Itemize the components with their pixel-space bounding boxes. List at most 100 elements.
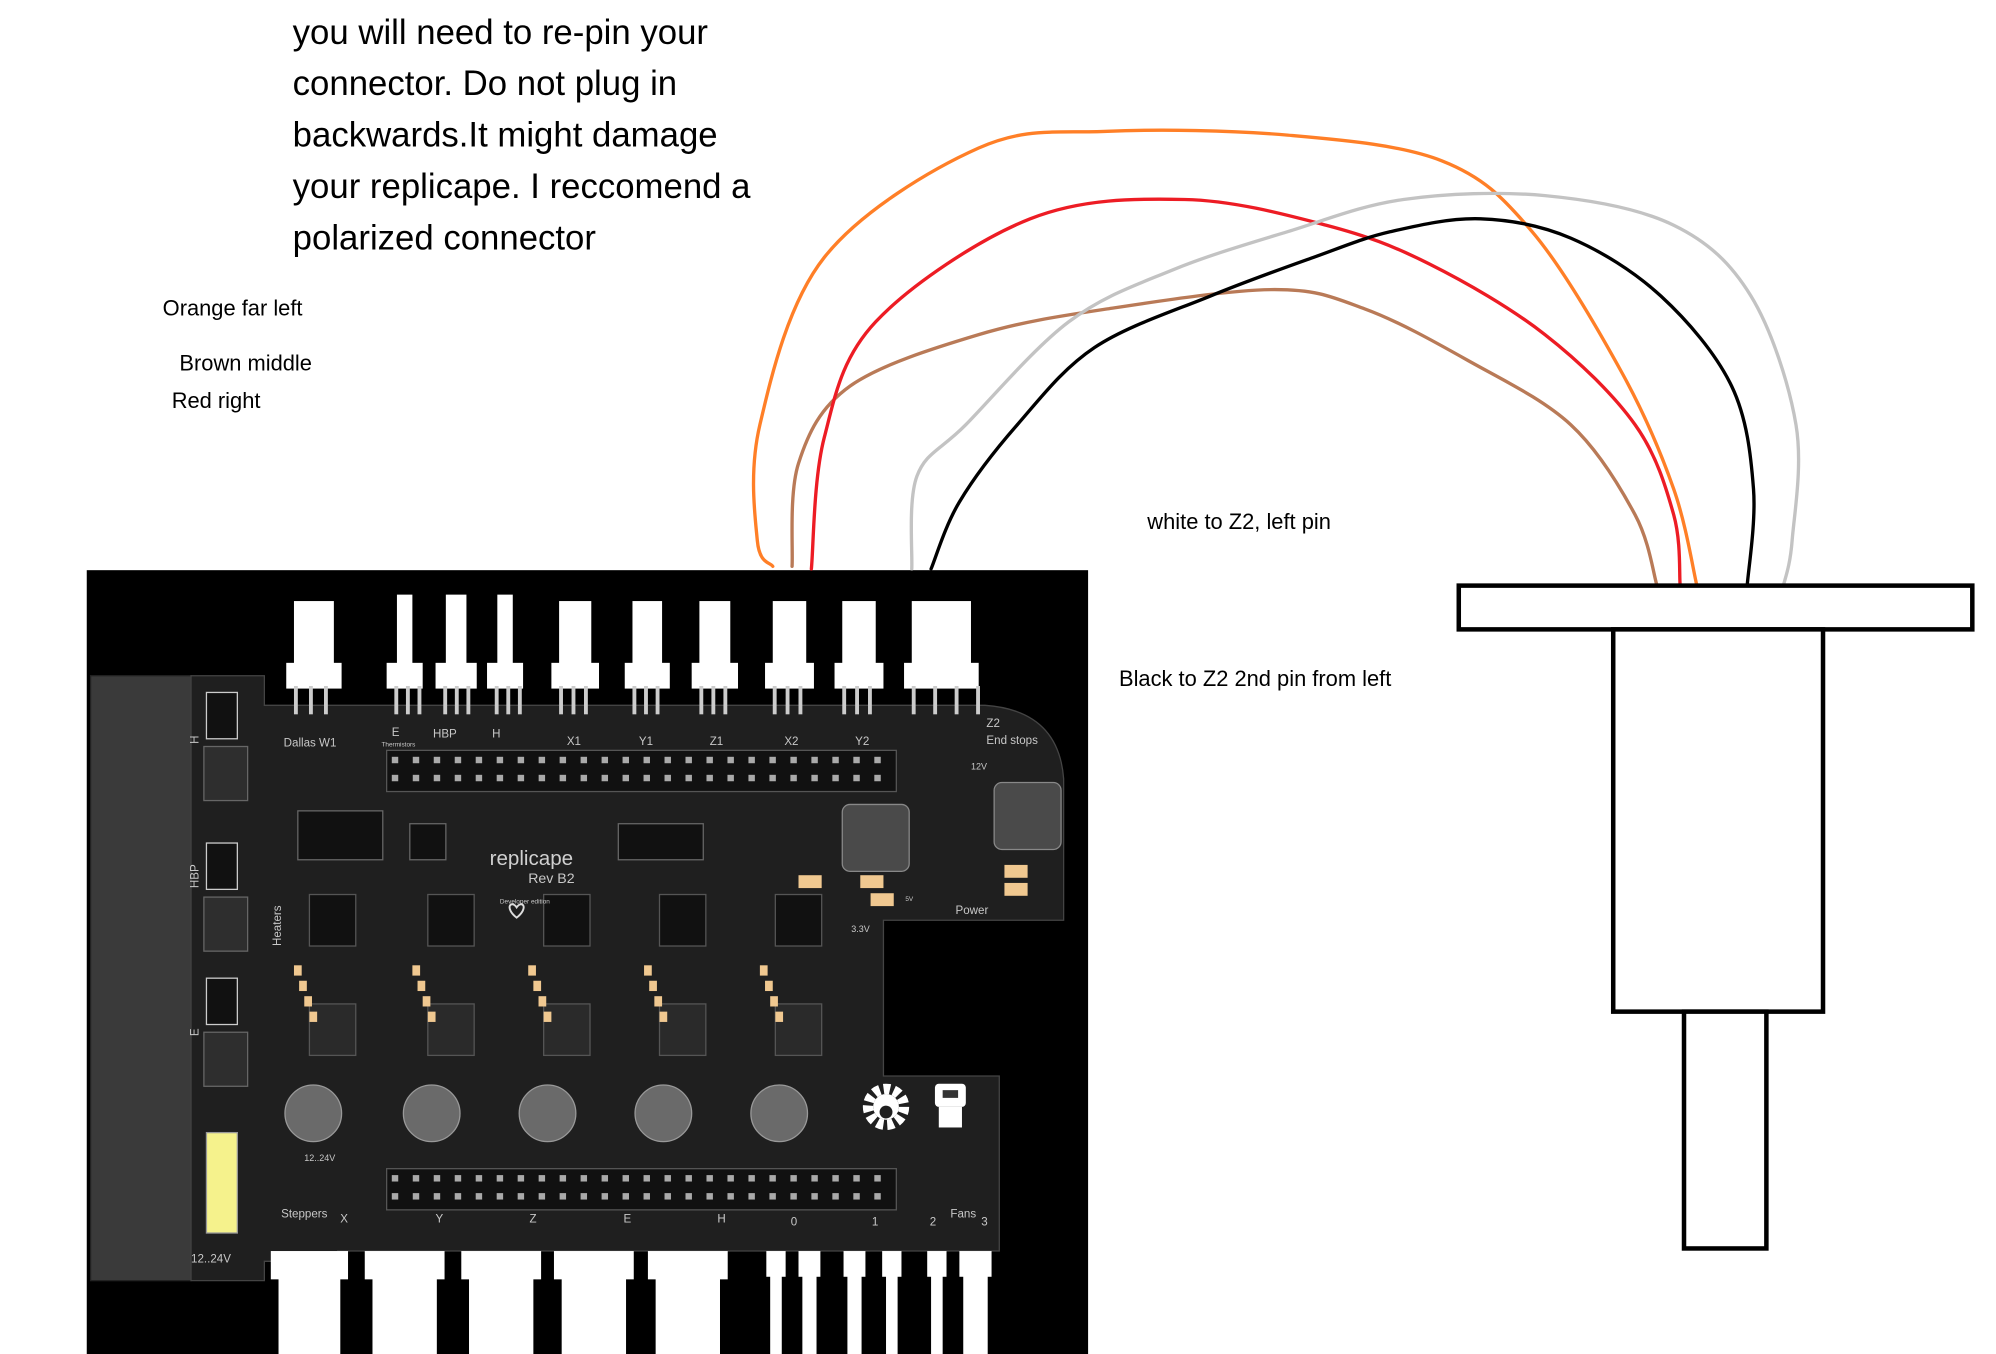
- header-pin: [643, 756, 650, 764]
- fan-connector-housing: [963, 1274, 988, 1354]
- label-x1: X1: [567, 736, 581, 748]
- header-pin: [643, 1193, 650, 1200]
- heart-icon: [508, 903, 525, 919]
- header-pin: [874, 1193, 881, 1200]
- top-connector-housing: [396, 594, 413, 672]
- header-pin: [832, 774, 839, 782]
- header-pin: [538, 1193, 546, 1200]
- connector-pin: [324, 686, 328, 715]
- header-pin: [475, 756, 483, 764]
- label-fan-3: 3: [981, 1216, 987, 1228]
- diode: [205, 977, 238, 1026]
- instruction-line: your replicape. I reccomend a: [293, 168, 751, 206]
- top-connector-base: [765, 662, 814, 689]
- header-pin: [811, 774, 818, 782]
- wire-white: [909, 191, 1801, 589]
- header-pin: [391, 1193, 399, 1200]
- note-white: white to Z2, left pin: [1146, 509, 1331, 534]
- top-connector-base: [691, 662, 739, 689]
- shift-register-chip: [297, 810, 384, 861]
- instruction-text: you will need to re-pin your connector. …: [293, 14, 751, 258]
- connector-pin: [559, 686, 563, 715]
- fan-connector-housing: [847, 1274, 862, 1354]
- header-pin: [433, 1175, 441, 1182]
- header-pin: [559, 1175, 567, 1182]
- stepper-inductor: [750, 1084, 809, 1143]
- header-pin: [790, 1175, 797, 1182]
- header-pin: [412, 1175, 420, 1182]
- stepper-inductor: [284, 1084, 343, 1143]
- fan-connector-base: [843, 1251, 866, 1277]
- header-pin: [748, 1175, 755, 1182]
- label-h: H: [492, 728, 500, 740]
- wire-red: [809, 197, 1682, 588]
- smd-component: [299, 980, 307, 992]
- instruction-line: backwards.It might damage: [293, 117, 718, 155]
- header-pin: [748, 774, 755, 782]
- label-supply-bottom: 12..24V: [191, 1254, 231, 1266]
- header-pin: [769, 1175, 776, 1182]
- wire-orange: [751, 128, 1699, 588]
- header-pin: [580, 1193, 588, 1200]
- stepper-driver-ic: [308, 1003, 357, 1057]
- smd-component: [412, 965, 421, 976]
- header-pin: [412, 774, 420, 782]
- label-fan-0: 0: [791, 1216, 797, 1228]
- connector-pin: [785, 686, 790, 715]
- label-steppers: Steppers: [281, 1209, 328, 1221]
- label-power: Power: [956, 905, 989, 917]
- smd-component: [770, 996, 778, 1007]
- connector-pin: [798, 686, 803, 715]
- header-pin: [580, 774, 588, 782]
- header-pin: [538, 774, 546, 782]
- connector-pin: [417, 686, 422, 715]
- connector-pin: [308, 686, 313, 715]
- header-pin: [496, 1175, 504, 1182]
- label-supply-top: 12..24V: [304, 1153, 335, 1163]
- bottom-connector-housing: [469, 1274, 534, 1354]
- top-connector-base: [551, 662, 600, 689]
- header-pin: [832, 1193, 839, 1200]
- label-heater-e: E: [190, 1028, 202, 1036]
- top-connector-base: [624, 662, 670, 689]
- header-pin: [391, 756, 399, 764]
- header-pin: [475, 774, 483, 782]
- connector-pin: [494, 686, 499, 715]
- header-pin: [496, 756, 504, 764]
- label-3v3: 3.3V: [851, 924, 870, 934]
- header-pin: [769, 756, 776, 764]
- label-y1: Y1: [639, 736, 653, 748]
- header-pin: [748, 1193, 755, 1200]
- header-pin: [832, 1175, 839, 1182]
- smd-component: [538, 996, 547, 1007]
- header-pin: [433, 756, 441, 764]
- header-pin: [517, 756, 525, 764]
- chip: [409, 823, 447, 861]
- header-pin: [538, 1175, 546, 1182]
- connector-pin: [506, 686, 511, 715]
- label-fan-1: 1: [872, 1216, 878, 1228]
- label-12v: 12V: [971, 762, 987, 772]
- fan-connector-base: [798, 1251, 821, 1277]
- bottom-connector-housing: [561, 1274, 627, 1354]
- header-pin: [748, 756, 755, 764]
- header-pin: [601, 756, 609, 764]
- header-pin: [664, 1193, 671, 1200]
- header-pin: [412, 756, 420, 764]
- connector-pin: [954, 686, 959, 715]
- header-pin: [601, 774, 609, 782]
- label-heater-h: H: [190, 736, 202, 744]
- fan-connector-housing: [802, 1274, 817, 1354]
- label-thermistors: Thermistors: [381, 742, 415, 749]
- header-pin: [601, 1175, 609, 1182]
- top-connector-housing: [699, 601, 731, 674]
- fan-connector-base: [766, 1251, 786, 1277]
- header-pin: [853, 1193, 860, 1200]
- header-pin: [517, 1175, 525, 1182]
- header-pin: [622, 1175, 629, 1182]
- header-pin: [496, 1193, 504, 1200]
- label-heater-hbp: HBP: [190, 864, 202, 888]
- top-connector-housing: [772, 601, 807, 674]
- header-pin: [685, 774, 692, 782]
- driver-chip: [427, 893, 475, 947]
